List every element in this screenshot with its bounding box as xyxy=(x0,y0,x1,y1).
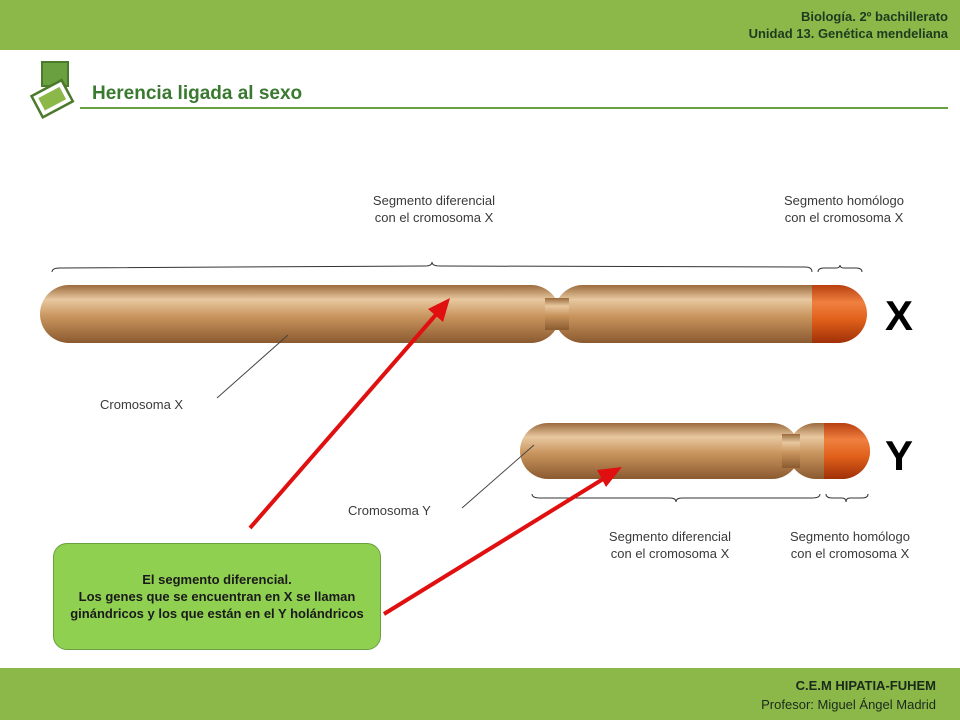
callout-box: El segmento diferencial. Los genes que s… xyxy=(53,543,381,650)
label-y-homologous-segment: Segmento homólogo con el cromosoma X xyxy=(790,529,910,561)
teacher-label: Profesor: Miguel Ángel Madrid xyxy=(761,697,936,712)
unit-label: Unidad 13. Genética mendeliana xyxy=(748,26,948,41)
label-x-differential-segment: Segmento diferencial con el cromosoma X xyxy=(372,193,496,225)
label-x-homologous-segment: Segmento homólogo con el cromosoma X xyxy=(784,193,904,225)
slide-logo-icon xyxy=(30,61,75,119)
chromosome-x-arm-right xyxy=(554,285,864,343)
brace-x-homologous xyxy=(817,264,863,273)
brace-y-homologous xyxy=(825,493,869,503)
chromosome-x-homologous-segment xyxy=(812,285,867,343)
arrow-to-x-differential xyxy=(248,298,450,530)
callout-body: Los genes que se encuentran en X se llam… xyxy=(70,589,364,621)
chromosome-y-arm-left xyxy=(520,423,800,479)
chromosome-x-arm-left xyxy=(40,285,560,343)
page-title: Herencia ligada al sexo xyxy=(92,83,303,104)
chromosome-x-centromere xyxy=(545,298,569,330)
brace-x-differential xyxy=(51,261,813,273)
header-bar: Biología. 2º bachillerato Unidad 13. Gen… xyxy=(0,0,960,50)
chromosome-x xyxy=(40,285,867,343)
title-divider xyxy=(80,107,948,109)
leader-chromosome-x xyxy=(216,334,289,399)
footer-bar: C.E.M HIPATIA-FUHEM Profesor: Miguel Áng… xyxy=(0,668,960,720)
label-chromosome-y: Cromosoma Y xyxy=(348,503,431,518)
course-label: Biología. 2º bachillerato xyxy=(800,9,948,24)
callout-heading: El segmento diferencial. xyxy=(142,572,292,587)
school-label: C.E.M HIPATIA-FUHEM xyxy=(795,678,936,693)
chromosome-y-homologous-segment xyxy=(824,423,870,479)
label-chromosome-x: Cromosoma X xyxy=(100,397,184,412)
leader-chromosome-y xyxy=(461,444,535,509)
arrow-to-y-differential xyxy=(382,467,622,616)
chromosome-y-centromere xyxy=(782,434,800,468)
letter-y: Y xyxy=(885,432,914,479)
letter-x: X xyxy=(885,292,914,339)
chromosome-y xyxy=(520,423,870,479)
brace-y-differential xyxy=(531,493,821,503)
label-y-differential-segment: Segmento diferencial con el cromosoma X xyxy=(608,529,732,561)
